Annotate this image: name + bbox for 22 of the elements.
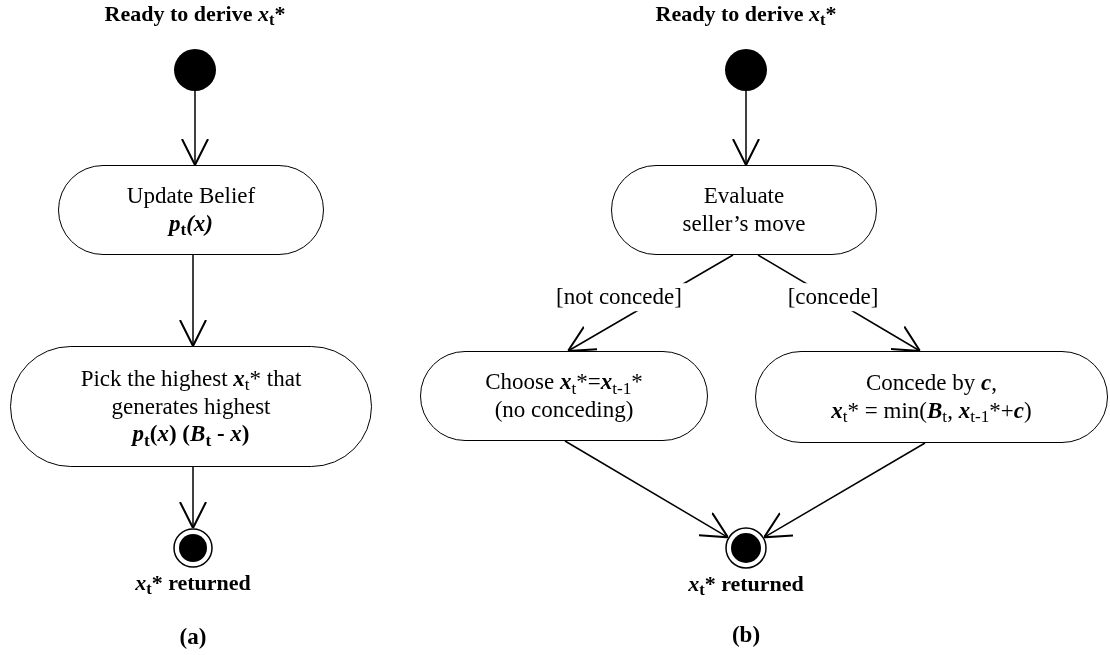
edge-label: [not concede] — [556, 283, 682, 311]
action-text: Concede by c, — [866, 369, 997, 397]
edge-label: [concede] — [787, 283, 879, 311]
arrow — [179, 466, 207, 529]
arrow — [181, 90, 209, 166]
state-label: x$_{t}$* returned — [135, 570, 251, 597]
state-label: x$_{t}$* returned — [688, 571, 804, 598]
action-text: p$_{t}$(x) (B$_{t}$ - x) — [132, 420, 250, 448]
panel-label: (a) — [179, 623, 207, 651]
action-text: Update Belief — [126, 182, 256, 210]
action-text: Evaluate seller’s move — [682, 182, 806, 238]
action-text: p$_{t}$(x) — [168, 210, 214, 238]
action-text: Choose x$_{t}$*=x$_{t-1}$* — [485, 368, 643, 396]
arrow — [763, 442, 926, 539]
state-label: Ready to derive x$_{t}$* — [655, 1, 837, 28]
action-text: (no conceding) — [494, 396, 634, 424]
panel-label: (b) — [731, 621, 761, 649]
arrow — [179, 254, 207, 347]
arrow — [732, 90, 760, 166]
state-label: Ready to derive x$_{t}$* — [104, 1, 286, 28]
arrow — [564, 440, 729, 539]
action-text: x$_{t}$* = min(B$_{t}$, x$_{t-1}$*+c) — [831, 397, 1032, 425]
